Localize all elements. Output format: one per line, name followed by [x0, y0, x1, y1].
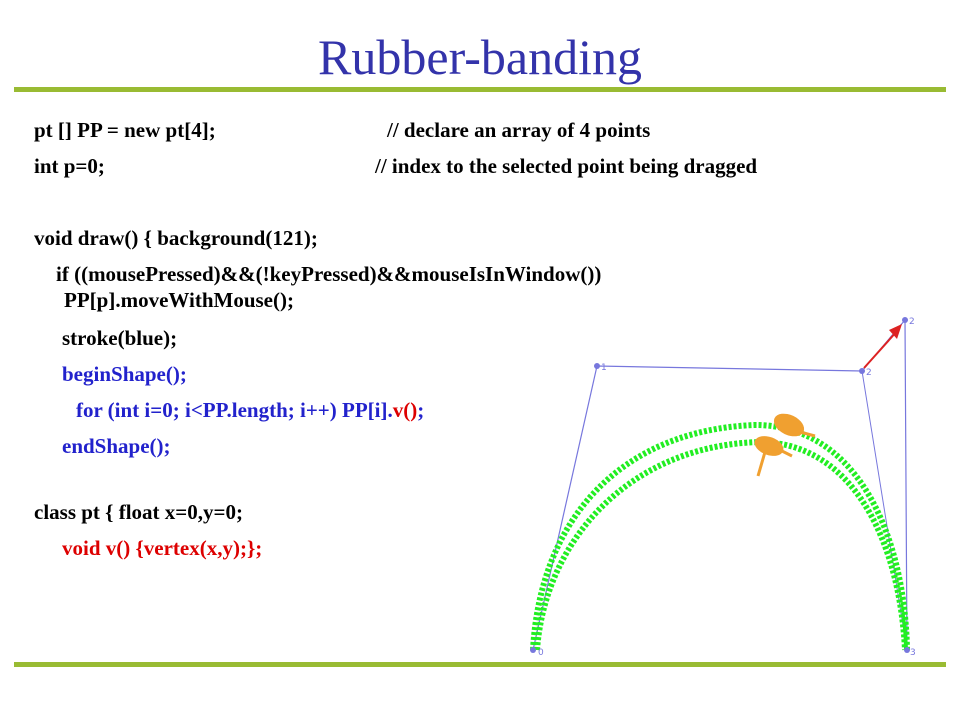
- control-point-2[interactable]: [902, 317, 908, 323]
- control-polygon-previous: [861, 370, 908, 651]
- point-label-3: 3: [910, 648, 916, 658]
- control-polygon: [532, 318, 908, 651]
- code-line-end-shape: endShape();: [62, 434, 171, 458]
- code-line-if: if ((mousePressed)&&(!keyPressed)&&mouse…: [56, 262, 602, 286]
- code-line-begin-shape: beginShape();: [62, 362, 187, 386]
- control-point-3[interactable]: [904, 647, 910, 653]
- code-line-for: for (int i=0; i<PP.length; i++) PP[i].v(…: [76, 398, 424, 422]
- title-divider: [14, 87, 946, 92]
- mouse-cursor-lower: [754, 436, 784, 456]
- code-line-stroke: stroke(blue);: [62, 326, 178, 350]
- code-line-move: PP[p].moveWithMouse();: [64, 288, 294, 312]
- code-comment-decl-pp: // declare an array of 4 points: [387, 118, 651, 142]
- code-for-prefix: for (int i=0; i<PP.length; i++) PP[i].: [76, 398, 393, 422]
- drag-arrow: [863, 329, 899, 369]
- control-point-1[interactable]: [594, 363, 600, 369]
- mouse-cursor-lower-tail-2: [779, 448, 793, 458]
- code-line-vertex: void v() {vertex(x,y);};: [62, 536, 263, 560]
- bezier-figure: 0 1 2 2 3: [530, 317, 916, 658]
- point-label-1: 1: [601, 363, 607, 373]
- mouse-cursor-upper-tail: [799, 430, 816, 438]
- code-comment-decl-p: // index to the selected point being dra…: [375, 154, 758, 178]
- code-for-suffix: ;: [417, 398, 425, 422]
- control-point-2-old[interactable]: [859, 368, 865, 374]
- bezier-curve-outer: [530, 421, 910, 651]
- point-label-2-old: 2: [866, 368, 872, 378]
- point-label-2: 2: [909, 317, 915, 327]
- code-line-draw-header: void draw() { background(121);: [34, 226, 318, 250]
- code-line-class: class pt { float x=0,y=0;: [34, 500, 243, 524]
- bezier-curve-inner: [534, 438, 908, 651]
- mouse-cursor-upper: [773, 413, 805, 437]
- slide-title: Rubber-banding: [318, 29, 642, 85]
- code-line-decl-pp: pt [] PP = new pt[4];: [34, 118, 216, 142]
- drag-arrow-head: [889, 324, 902, 339]
- footer-divider: [14, 662, 946, 667]
- point-label-0: 0: [538, 648, 544, 658]
- code-line-decl-p: int p=0;: [34, 154, 105, 178]
- mouse-cursor-lower-tail: [756, 451, 767, 477]
- control-point-0[interactable]: [530, 647, 536, 653]
- code-for-call: v(): [392, 398, 418, 422]
